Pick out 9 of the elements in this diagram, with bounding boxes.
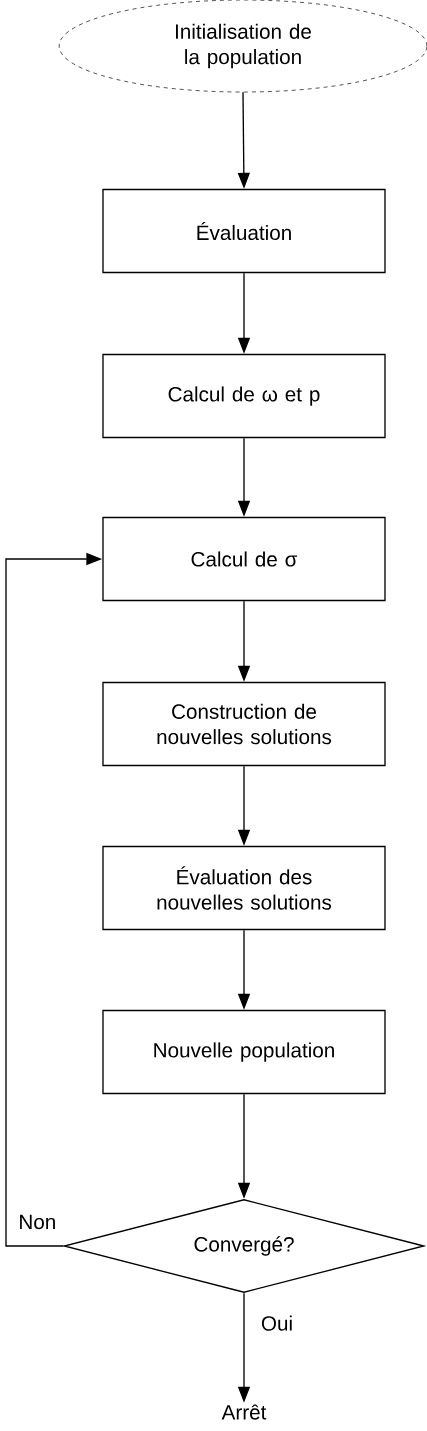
process-box: Évaluation des nouvelles solutions	[102, 845, 386, 931]
process-box: Nouvelle population	[102, 1009, 386, 1095]
process-box: Évaluation	[102, 188, 386, 274]
edge-label: Oui	[259, 1314, 295, 1333]
edge-label: Non	[17, 1213, 58, 1231]
terminal-text: Arrêt	[221, 1404, 267, 1420]
process-box: Calcul de ω et p	[102, 353, 386, 439]
process-box: Construction de nouvelles solutions	[102, 681, 386, 767]
process-box: Calcul de σ	[102, 516, 386, 602]
